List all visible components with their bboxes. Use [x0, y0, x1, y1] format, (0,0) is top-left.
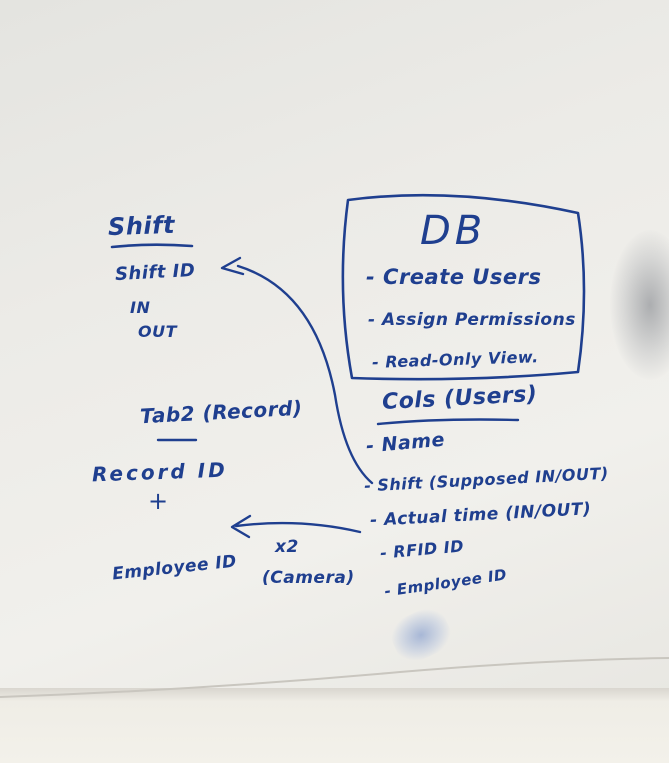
db-item-assign-permissions: - Assign Permissions: [368, 310, 576, 330]
db-title: DB: [420, 208, 487, 254]
db-item-create-users: - Create Users: [366, 265, 542, 289]
arrow-multiplier: x2: [275, 537, 299, 557]
marker-smudge: [610, 230, 669, 380]
tray-edge: [0, 657, 669, 698]
arrow-source: (Camera): [262, 568, 355, 588]
record-link-arrowhead: [230, 514, 252, 539]
cols-title-underline: [376, 418, 520, 426]
shift-title-underline: [110, 243, 194, 249]
shift-link-arrowhead: [220, 256, 245, 276]
shift-link-arrow: [236, 264, 374, 485]
shift-field-out: OUT: [138, 322, 178, 341]
shift-title: Shift: [107, 210, 176, 242]
shift-field-shift-id: Shift ID: [114, 259, 196, 286]
tab2-record-id: Record ID: [91, 457, 229, 487]
record-link-arrow: [234, 521, 362, 534]
db-box: [341, 193, 586, 381]
whiteboard: [0, 0, 669, 700]
shift-field-in: IN: [130, 298, 151, 317]
tab2-plus: +: [148, 487, 169, 515]
marker-tray: [0, 688, 669, 763]
